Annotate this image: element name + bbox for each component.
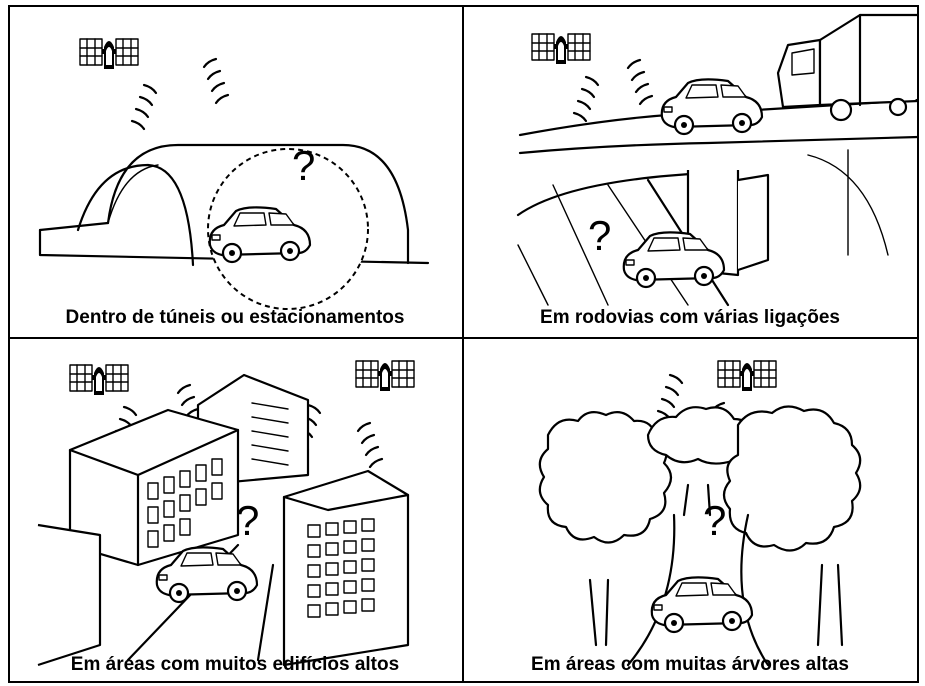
panel-caption: Em áreas com muitas árvores altas xyxy=(531,654,849,675)
truck-icon xyxy=(776,13,919,122)
signal-wave-icon xyxy=(356,421,384,469)
signal-wave-icon xyxy=(572,75,600,123)
gps-satellite-icon xyxy=(69,364,129,396)
panel-caption: Em áreas com muitos edifícios altos xyxy=(71,654,399,675)
question-mark-icon: ? xyxy=(236,497,259,544)
gps-reception-diagram: ? Dentro de túneis ou estacionamentos xyxy=(8,5,919,683)
diagram-canvas: ? Dentro de túneis ou estacionamentos xyxy=(8,5,919,683)
gps-satellite-icon xyxy=(79,38,139,70)
question-mark-icon: ? xyxy=(292,142,315,189)
panel-caption: Em rodovias com várias ligações xyxy=(540,307,840,328)
signal-wave-icon xyxy=(626,58,654,106)
signal-wave-icon xyxy=(130,83,158,131)
panel-trees: ? Em áreas com muitas árvores altas xyxy=(531,360,862,675)
gps-satellite-icon xyxy=(531,33,591,65)
gps-satellite-icon xyxy=(355,360,415,392)
signal-wave-icon xyxy=(656,373,684,421)
panel-caption: Dentro de túneis ou estacionamentos xyxy=(66,307,405,328)
panel-tunnel: ? Dentro de túneis ou estacionamentos xyxy=(38,38,430,328)
panel-buildings: ? Em áreas com muitos edifícios altos xyxy=(37,360,415,675)
car-icon xyxy=(660,78,764,136)
question-mark-icon: ? xyxy=(588,212,611,259)
question-mark-icon: ? xyxy=(703,497,726,544)
gps-satellite-icon xyxy=(717,360,777,392)
panel-highways: ? Em rodovias com várias ligações xyxy=(516,13,919,328)
signal-wave-icon xyxy=(202,57,230,105)
